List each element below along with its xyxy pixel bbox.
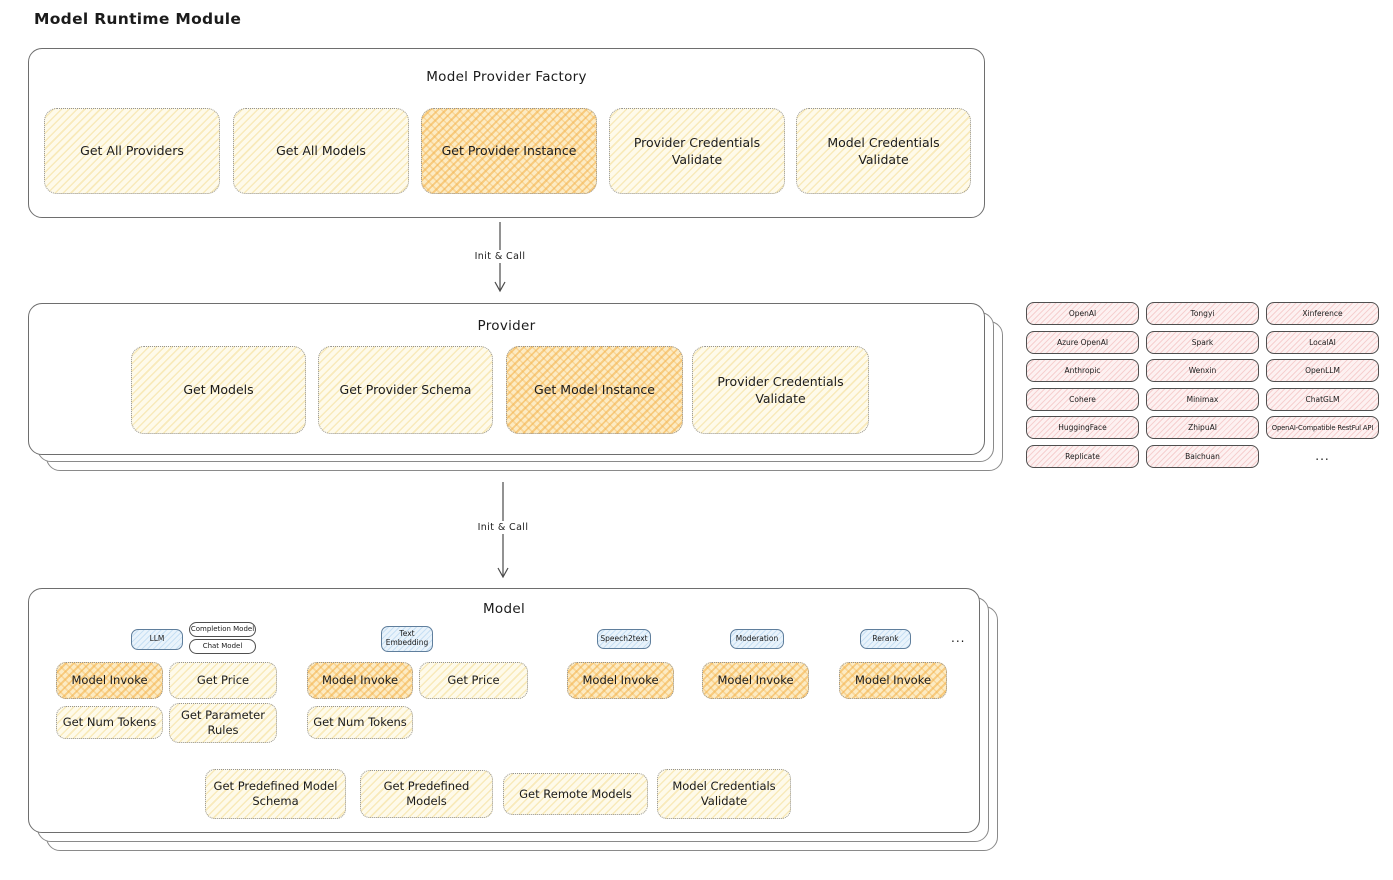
- tag-speech2text: Speech2text: [597, 629, 651, 649]
- provider-chip-minimax: Minimax: [1146, 387, 1259, 411]
- node-llm-get-parameter-rules: Get Parameter Rules: [169, 703, 277, 743]
- node-model-credentials-validate-2: Model Credentials Validate: [657, 769, 791, 819]
- factory-title: Model Provider Factory: [426, 69, 587, 85]
- node-get-remote-models: Get Remote Models: [503, 773, 648, 815]
- provider-chip-openai-compatible: OpenAI-Compatible RestFul API: [1266, 416, 1379, 439]
- provider-chips-grid: OpenAI Tongyi Xinference Azure OpenAI Sp…: [1026, 302, 1379, 468]
- provider-title: Provider: [477, 318, 536, 334]
- provider-chip-openllm: OpenLLM: [1266, 359, 1379, 382]
- tag-completion-model: Completion Model: [189, 622, 256, 637]
- tag-moderation: Moderation: [730, 629, 784, 649]
- provider-chips-more: ...: [1315, 449, 1330, 463]
- provider-chip-replicate: Replicate: [1026, 444, 1139, 468]
- provider-chip-cohere: Cohere: [1026, 387, 1139, 411]
- node-get-predefined-model-schema: Get Predefined Model Schema: [205, 769, 346, 819]
- provider-chip-azure-openai: Azure OpenAI: [1026, 330, 1139, 354]
- tag-rerank: Rerank: [860, 629, 911, 649]
- provider-chip-huggingface: HuggingFace: [1026, 416, 1139, 439]
- node-llm-model-invoke: Model Invoke: [56, 662, 163, 699]
- provider-chip-anthropic: Anthropic: [1026, 359, 1139, 382]
- node-get-all-models: Get All Models: [233, 108, 409, 194]
- node-get-predefined-models: Get Predefined Models: [360, 770, 493, 818]
- node-get-provider-instance: Get Provider Instance: [421, 108, 597, 194]
- node-moderation-model-invoke: Model Invoke: [702, 662, 809, 699]
- provider-chip-chatglm: ChatGLM: [1266, 387, 1379, 411]
- node-rerank-model-invoke: Model Invoke: [839, 662, 947, 699]
- node-embedding-model-invoke: Model Invoke: [307, 662, 413, 699]
- provider-chip-tongyi: Tongyi: [1146, 302, 1259, 325]
- node-get-all-providers: Get All Providers: [44, 108, 220, 194]
- node-embedding-get-num-tokens: Get Num Tokens: [307, 706, 413, 739]
- provider-chip-wenxin: Wenxin: [1146, 359, 1259, 382]
- node-model-credentials-validate: Model Credentials Validate: [796, 108, 971, 194]
- node-provider-credentials-validate-2: Provider Credentials Validate: [692, 346, 869, 434]
- factory-panel: Model Provider Factory Get All Providers…: [28, 48, 985, 218]
- node-embedding-get-price: Get Price: [419, 662, 528, 699]
- tag-llm: LLM: [131, 629, 183, 650]
- model-panel: Model LLM Completion Model Chat Model Te…: [28, 588, 980, 833]
- node-get-models: Get Models: [131, 346, 306, 434]
- provider-panel: Provider Get Models Get Provider Schema …: [28, 303, 985, 455]
- node-get-model-instance: Get Model Instance: [506, 346, 683, 434]
- provider-chip-xinference: Xinference: [1266, 302, 1379, 325]
- provider-chip-baichuan: Baichuan: [1146, 444, 1259, 468]
- provider-chip-zhipuai: ZhipuAI: [1146, 416, 1259, 439]
- arrow-label-init-call-2: Init & Call: [472, 521, 534, 534]
- node-llm-get-price: Get Price: [169, 662, 277, 699]
- provider-chip-localai: LocalAI: [1266, 330, 1379, 354]
- arrow-label-init-call-1: Init & Call: [469, 250, 531, 263]
- node-get-provider-schema: Get Provider Schema: [318, 346, 493, 434]
- node-speech2text-model-invoke: Model Invoke: [567, 662, 674, 699]
- model-title: Model: [482, 601, 526, 617]
- model-types-more: ...: [951, 631, 966, 645]
- provider-chip-openai: OpenAI: [1026, 302, 1139, 325]
- node-provider-credentials-validate: Provider Credentials Validate: [609, 108, 785, 194]
- tag-chat-model: Chat Model: [189, 639, 256, 654]
- node-llm-get-num-tokens: Get Num Tokens: [56, 706, 163, 739]
- tag-text-embedding: Text Embedding: [381, 626, 433, 652]
- provider-chip-spark: Spark: [1146, 330, 1259, 354]
- page-title: Model Runtime Module: [34, 10, 242, 28]
